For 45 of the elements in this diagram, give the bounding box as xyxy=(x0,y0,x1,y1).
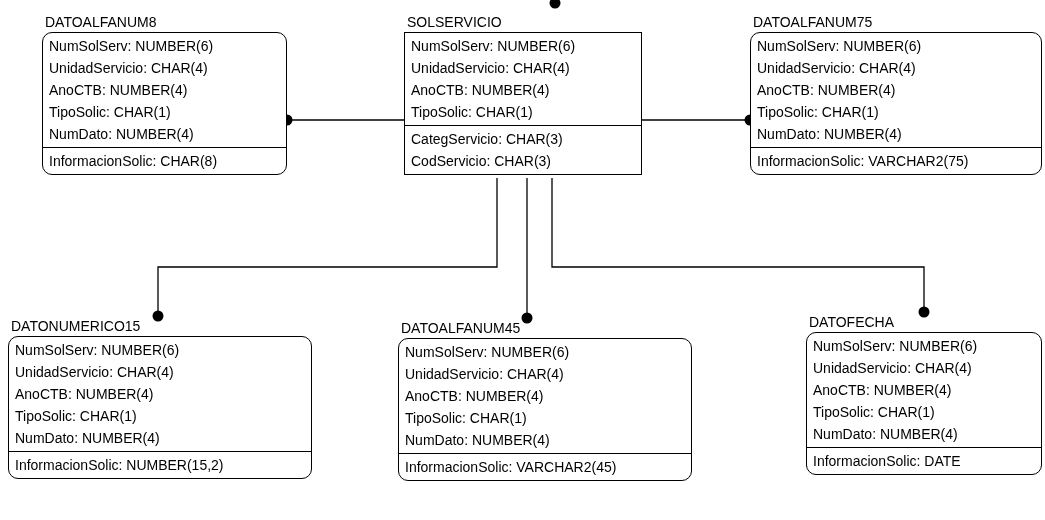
attribute-text: NumSolServ: NUMBER(6) xyxy=(15,341,180,360)
attribute-text: UnidadServicio: CHAR(4) xyxy=(405,365,564,384)
attribute-text: InformacionSolic: VARCHAR2(75) xyxy=(757,152,969,171)
attribute-text: NumDato: NUMBER(4) xyxy=(813,425,958,444)
attribute-text: NumDato: NUMBER(4) xyxy=(15,429,160,448)
attribute-text: NumSolServ: NUMBER(6) xyxy=(405,343,570,362)
attribute-text: TipoSolic: CHAR(1) xyxy=(757,103,879,122)
attribute-text: CodServicio: CHAR(3) xyxy=(411,152,552,171)
attribute-text: UnidadServicio: CHAR(4) xyxy=(411,59,570,78)
attribute-text: AnoCTB: NUMBER(4) xyxy=(405,387,544,406)
attribute-text: TipoSolic: CHAR(1) xyxy=(15,407,137,426)
attribute-text: AnoCTB: NUMBER(4) xyxy=(15,385,154,404)
attribute-text: TipoSolic: CHAR(1) xyxy=(813,403,935,422)
attribute-text: NumSolServ: NUMBER(6) xyxy=(813,337,978,356)
attribute-text: NumDato: NUMBER(4) xyxy=(49,125,194,144)
entity-name: DATOALFANUM45 xyxy=(400,319,521,338)
relationship-line xyxy=(152,177,498,322)
attribute-text: NumSolServ: NUMBER(6) xyxy=(411,37,576,56)
attribute-text: InformacionSolic: DATE xyxy=(813,452,961,471)
relationship-line xyxy=(521,177,533,324)
attribute-text: UnidadServicio: CHAR(4) xyxy=(49,59,208,78)
attribute-text: InformacionSolic: VARCHAR2(45) xyxy=(405,458,617,477)
attribute-text: UnidadServicio: CHAR(4) xyxy=(813,359,972,378)
attribute-text: NumSolServ: NUMBER(6) xyxy=(757,37,922,56)
attribute-text: InformacionSolic: CHAR(8) xyxy=(49,152,218,171)
entity-name: DATOALFANUM8 xyxy=(44,13,157,32)
attribute-text: AnoCTB: NUMBER(4) xyxy=(49,81,188,100)
attribute-text: UnidadServicio: CHAR(4) xyxy=(15,363,174,382)
attribute-text: TipoSolic: CHAR(1) xyxy=(411,103,533,122)
attribute-text: AnoCTB: NUMBER(4) xyxy=(411,81,550,100)
attribute-text: TipoSolic: CHAR(1) xyxy=(405,409,527,428)
attribute-text: AnoCTB: NUMBER(4) xyxy=(757,81,896,100)
attribute-text: InformacionSolic: NUMBER(15,2) xyxy=(15,456,224,475)
entity-name: SOLSERVICIO xyxy=(406,13,502,32)
relationship-line xyxy=(551,177,930,318)
attribute-text: UnidadServicio: CHAR(4) xyxy=(757,59,916,78)
attribute-text: TipoSolic: CHAR(1) xyxy=(49,103,171,122)
attribute-text: NumDato: NUMBER(4) xyxy=(757,125,902,144)
attribute-text: CategServicio: CHAR(3) xyxy=(411,130,563,149)
attribute-text: NumDato: NUMBER(4) xyxy=(405,431,550,450)
entity-name: DATOFECHA xyxy=(808,313,895,332)
attribute-text: AnoCTB: NUMBER(4) xyxy=(813,381,952,400)
attribute-text: NumSolServ: NUMBER(6) xyxy=(49,37,214,56)
entity-name: DATONUMERICO15 xyxy=(10,317,141,336)
entity-name: DATOALFANUM75 xyxy=(752,13,873,32)
